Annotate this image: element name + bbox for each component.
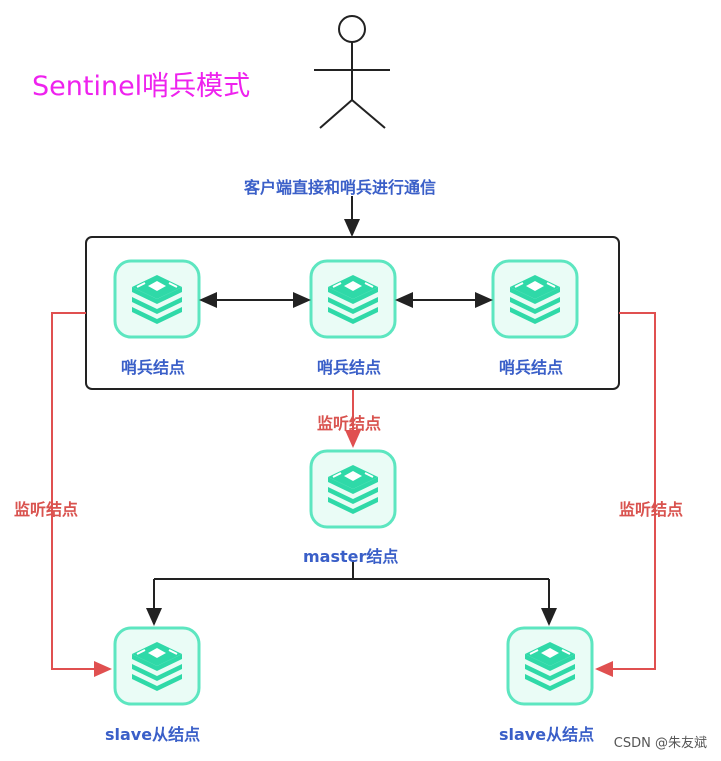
watermark: CSDN @朱友斌 xyxy=(613,736,707,751)
monitor-center-label: 监听结点 xyxy=(317,414,382,433)
master-to-slaves-arrows xyxy=(146,560,557,626)
person-icon xyxy=(314,15,390,129)
slave-right-redis-stack-icon xyxy=(506,626,594,706)
monitor-left-label: 监听结点 xyxy=(14,500,79,519)
sentinel-1-label: 哨兵结点 xyxy=(121,358,186,377)
slave-left-redis-stack-icon xyxy=(113,626,201,706)
sentinel-3-redis-stack-icon xyxy=(491,259,579,339)
sentinel-3-label: 哨兵结点 xyxy=(499,358,564,377)
client-edge-label: 客户端直接和哨兵进行通信 xyxy=(244,178,437,197)
master-redis-stack-icon xyxy=(309,449,397,529)
monitor-right-slave-arrow xyxy=(595,312,656,677)
diagram-title: Sentinel哨兵模式 xyxy=(32,71,251,102)
sentinel-2-label: 哨兵结点 xyxy=(317,358,382,377)
monitor-right-label: 监听结点 xyxy=(619,500,684,519)
monitor-left-slave-arrow xyxy=(51,312,112,677)
sentinel-1-redis-stack-icon xyxy=(113,259,201,339)
master-label: master结点 xyxy=(303,547,399,566)
sentinel-2-redis-stack-icon xyxy=(309,259,397,339)
slave-right-label: slave从结点 xyxy=(499,725,595,744)
slave-left-label: slave从结点 xyxy=(105,725,201,744)
